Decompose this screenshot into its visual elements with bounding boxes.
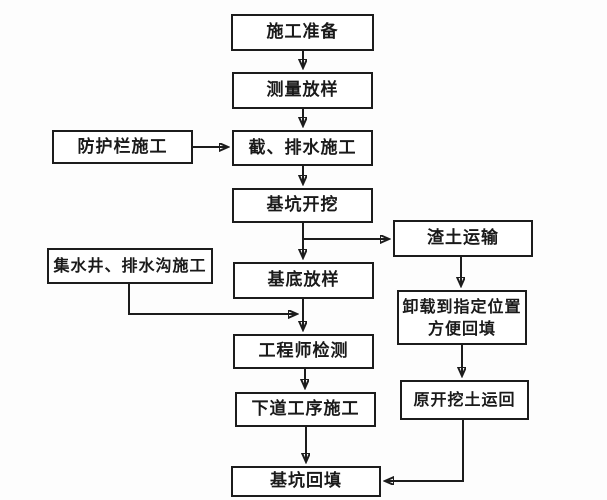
node-label: 测量放样	[266, 80, 339, 101]
flow-node-pit-excavation: 基坑开挖	[232, 188, 373, 223]
node-label: 防护栏施工	[77, 136, 168, 157]
edge-well-junction	[128, 284, 297, 314]
node-label: 原开挖土运回	[413, 390, 516, 410]
flow-node-next-process-construction: 下道工序施工	[235, 392, 376, 427]
flow-node-original-excavated-soil-returned: 原开挖土运回	[400, 380, 529, 420]
node-label: 基坑回填	[270, 471, 342, 492]
edge-return-backfill	[385, 420, 464, 481]
node-label: 基坑开挖	[266, 195, 339, 216]
node-label: 截、排水施工	[248, 137, 357, 158]
flow-node-construction-preparation: 施工准备	[231, 14, 374, 51]
flow-node-muck-transport: 渣土运输	[393, 220, 533, 257]
flow-node-guardrail-construction: 防护栏施工	[52, 130, 193, 164]
flow-node-pit-backfill: 基坑回填	[231, 466, 381, 497]
flow-node-engineer-inspection: 工程师检测	[233, 334, 374, 369]
flow-node-survey-setting-out: 测量放样	[232, 72, 373, 109]
flow-node-base-setting-out: 基底放样	[233, 262, 374, 299]
node-label: 集水井、排水沟施工	[53, 256, 207, 276]
node-label-line1: 卸载到指定位置	[402, 296, 522, 316]
node-label: 工程师检测	[258, 341, 349, 362]
node-label-line2: 方便回填	[427, 318, 496, 338]
node-label: 施工准备	[266, 22, 339, 43]
node-label: 渣土运输	[427, 228, 499, 249]
flow-node-sump-well-drainage-ditch-construction: 集水井、排水沟施工	[47, 248, 213, 284]
flow-node-interception-drainage-construction: 截、排水施工	[232, 130, 373, 166]
node-label: 基底放样	[267, 270, 340, 291]
node-label: 下道工序施工	[251, 399, 360, 420]
flow-node-unload-to-designated-position: 卸载到指定位置 方便回填	[397, 290, 527, 345]
